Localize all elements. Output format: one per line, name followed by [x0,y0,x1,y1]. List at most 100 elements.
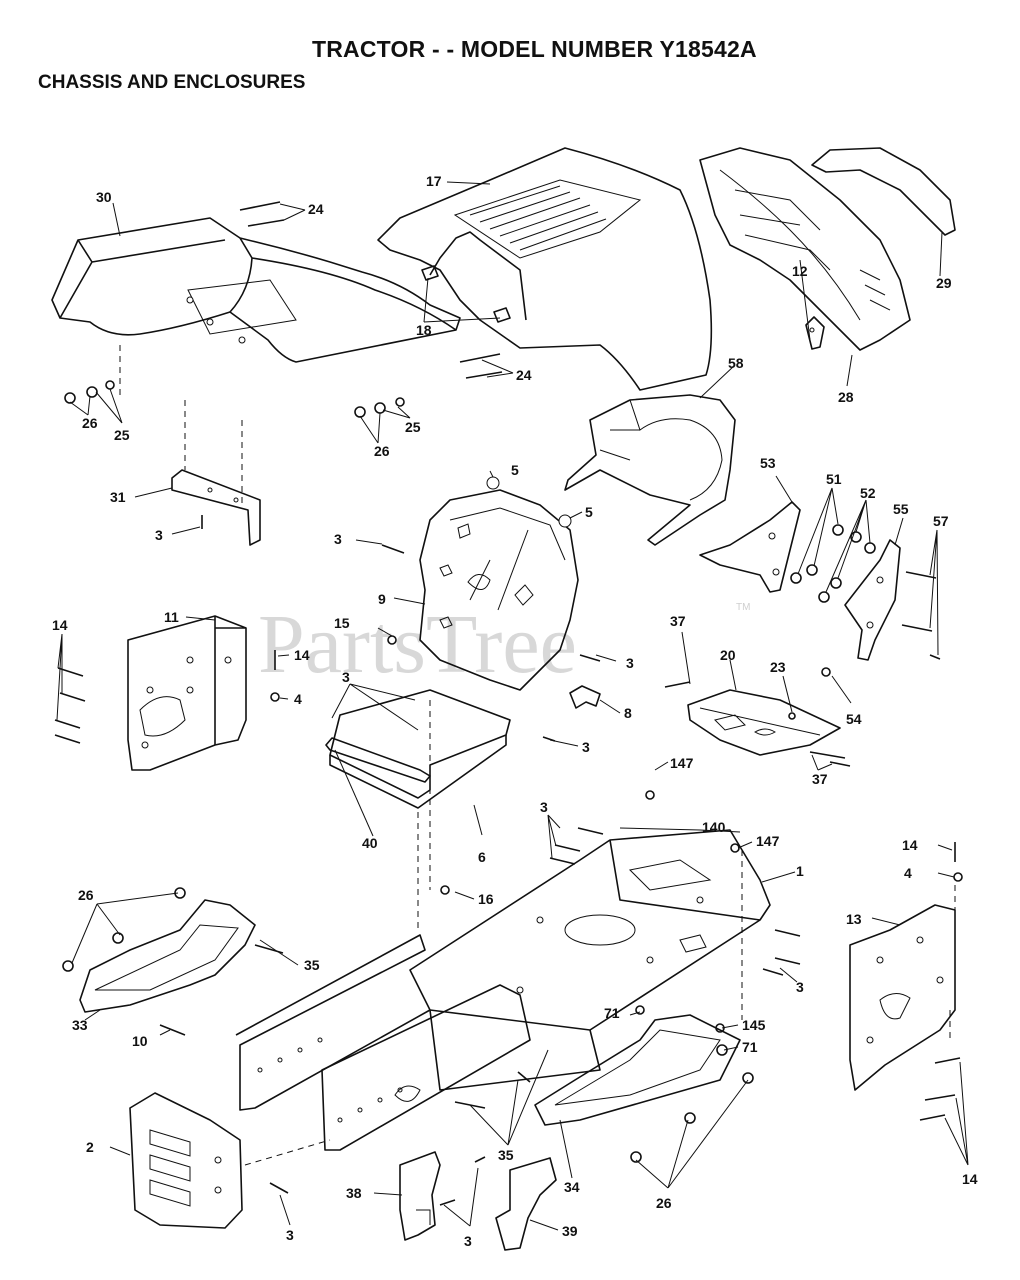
part-rail-left[interactable] [235,934,431,1111]
part-nuts-51[interactable] [790,524,844,584]
watermark-trademark: TM [736,602,750,613]
callout-11[interactable]: 11 [164,609,179,625]
callout-10[interactable]: 10 [132,1033,148,1049]
part-bushing-5a[interactable] [486,476,500,490]
callout-5-a[interactable]: 5 [511,462,519,478]
callout-54[interactable]: 54 [846,711,862,727]
part-bracket-12[interactable] [805,316,825,350]
callout-52[interactable]: 52 [860,485,876,501]
callout-17[interactable]: 17 [426,173,442,189]
callout-3-b[interactable]: 3 [334,531,342,547]
callout-31[interactable]: 31 [110,489,126,505]
part-frame-1[interactable] [409,829,771,1091]
callout-3-c[interactable]: 3 [342,669,350,685]
part-grille-28[interactable] [699,147,911,351]
callout-8[interactable]: 8 [624,705,632,721]
callout-29[interactable]: 29 [936,275,952,291]
part-bracket-53[interactable] [699,501,801,593]
callout-5-b[interactable]: 5 [585,504,593,520]
callout-9[interactable]: 9 [378,591,386,607]
callout-3-a[interactable]: 3 [155,527,163,543]
part-bracket-55[interactable] [844,539,901,661]
part-dash-9[interactable] [419,489,579,691]
part-fender-30[interactable] [51,217,461,363]
callout-24-a[interactable]: 24 [308,201,324,217]
callout-51[interactable]: 51 [826,471,842,487]
part-footrest-33[interactable] [79,899,256,1013]
callout-4-a[interactable]: 4 [294,691,302,707]
part-footrest-34[interactable] [534,1014,741,1126]
callout-3-g[interactable]: 3 [796,979,804,995]
callout-145[interactable]: 145 [742,1017,766,1033]
callout-6[interactable]: 6 [478,849,486,865]
part-bracket-38[interactable] [399,1151,441,1241]
callout-25-b[interactable]: 25 [405,419,421,435]
callout-14-d[interactable]: 14 [962,1171,978,1187]
callout-12[interactable]: 12 [792,263,808,279]
callout-34[interactable]: 34 [564,1179,580,1195]
callout-53[interactable]: 53 [760,455,776,471]
part-rail-right[interactable] [321,984,531,1151]
part-shroud-58[interactable] [564,394,736,546]
callout-71-b[interactable]: 71 [742,1039,758,1055]
callout-23[interactable]: 23 [770,659,786,675]
callout-3-e[interactable]: 3 [582,739,590,755]
callout-35[interactable]: 35 [304,957,320,973]
callout-37-b[interactable]: 37 [812,771,828,787]
callout-3-i[interactable]: 3 [464,1233,472,1249]
part-side-panel-11[interactable] [127,615,247,771]
callout-13[interactable]: 13 [846,911,862,927]
callout-26-a[interactable]: 26 [82,415,98,431]
callout-33[interactable]: 33 [72,1017,88,1033]
part-bolts-57[interactable] [901,571,941,660]
callout-58[interactable]: 58 [728,355,744,371]
part-side-panel-13[interactable] [849,904,956,1091]
callouts: 30 24 17 29 18 12 28 24 25 26 25 26 58 5… [52,173,978,1249]
callout-30[interactable]: 30 [96,189,112,205]
part-bracket-39[interactable] [495,1157,557,1251]
callout-15[interactable]: 15 [334,615,350,631]
callout-140[interactable]: 140 [702,819,726,835]
callout-25-a[interactable]: 25 [114,427,130,443]
section-subtitle: CHASSIS AND ENCLOSURES [38,72,306,93]
callout-55[interactable]: 55 [893,501,909,517]
callout-57[interactable]: 57 [933,513,949,529]
part-hood-17[interactable] [377,147,713,391]
callout-3-h[interactable]: 3 [286,1227,294,1243]
callout-14-c[interactable]: 14 [902,837,918,853]
callout-3-f[interactable]: 3 [540,799,548,815]
callout-2[interactable]: 2 [86,1139,94,1155]
callout-38[interactable]: 38 [346,1185,362,1201]
callout-39[interactable]: 39 [562,1223,578,1239]
callout-71-a[interactable]: 71 [604,1005,620,1021]
callout-3-d[interactable]: 3 [626,655,634,671]
callout-4-b[interactable]: 4 [904,865,912,881]
callout-1[interactable]: 1 [796,863,804,879]
callout-26-d[interactable]: 26 [656,1195,672,1211]
part-rail-40[interactable] [325,737,431,783]
callout-40[interactable]: 40 [362,835,378,851]
callout-28[interactable]: 28 [838,389,854,405]
callout-18[interactable]: 18 [416,322,432,338]
callout-14-b[interactable]: 14 [294,647,310,663]
callout-26-c[interactable]: 26 [78,887,94,903]
callout-26-b[interactable]: 26 [374,443,390,459]
part-bracket-31[interactable] [171,469,261,546]
callout-147-b[interactable]: 147 [756,833,780,849]
callout-20[interactable]: 20 [720,647,736,663]
part-clip-8[interactable] [569,685,601,709]
callout-37-a[interactable]: 37 [670,613,686,629]
part-plate-6[interactable] [329,689,511,809]
callout-14-a[interactable]: 14 [52,617,68,633]
part-nose-29[interactable] [811,147,956,236]
page-title: TRACTOR - - MODEL NUMBER Y18542A [312,36,757,62]
part-bracket-2[interactable] [129,1092,243,1229]
part-bracket-20[interactable] [687,689,841,756]
part-bushing-5b[interactable] [558,514,572,528]
callout-16[interactable]: 16 [478,891,494,907]
leader-lines [56,181,969,1231]
callout-24-b[interactable]: 24 [516,367,532,383]
callout-35-b[interactable]: 35 [498,1147,514,1163]
callout-147-a[interactable]: 147 [670,755,694,771]
